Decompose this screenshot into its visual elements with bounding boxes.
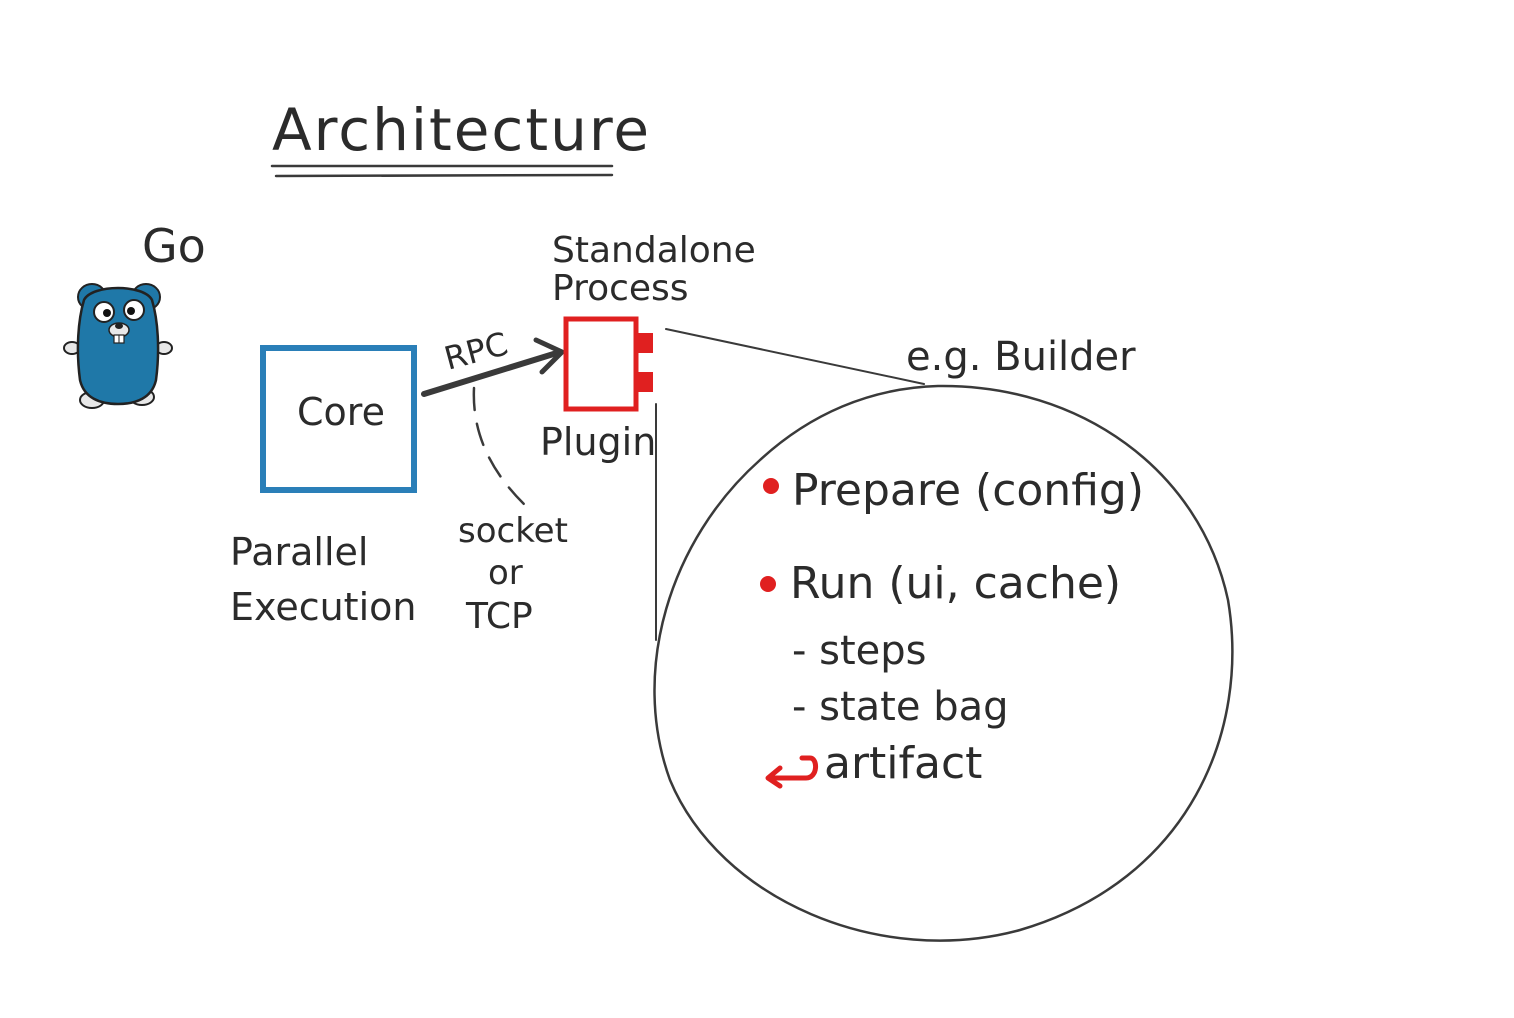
standalone-label-line1: Standalone	[552, 230, 756, 271]
builder-circle	[653, 384, 1234, 942]
artifact-item: artifact	[824, 738, 982, 789]
socket-label-line1: socket	[458, 511, 568, 551]
socket-label-line3: TCP	[465, 596, 533, 637]
core-box	[260, 345, 417, 493]
bullet-icon	[763, 478, 779, 494]
socket-dashed-line	[472, 386, 530, 510]
standalone-label-line2: Process	[552, 268, 689, 309]
state-bag-item: - state bag	[792, 684, 1008, 730]
core-label: Core	[297, 390, 385, 434]
bullet-icon	[760, 576, 776, 592]
return-arrow-icon	[765, 755, 818, 789]
go-label: Go	[142, 219, 206, 273]
prepare-item: Prepare (config)	[792, 465, 1144, 516]
rpc-arrow	[421, 349, 563, 397]
steps-item: - steps	[792, 628, 927, 674]
run-item: Run (ui, cache)	[790, 558, 1121, 609]
parallel-label-line1: Parallel	[230, 530, 368, 574]
plugin-label: Plugin	[540, 420, 656, 464]
diagram-title: Architecture	[272, 96, 651, 164]
socket-label-line2: or	[488, 553, 523, 593]
title-underline-lower	[274, 173, 614, 178]
zoom-line-top	[665, 328, 925, 385]
builder-label: e.g. Builder	[906, 334, 1136, 380]
gopher-icon	[63, 283, 173, 409]
plugin-box	[563, 316, 653, 412]
parallel-label-line2: Execution	[230, 585, 416, 629]
rpc-arrowhead	[533, 337, 565, 375]
